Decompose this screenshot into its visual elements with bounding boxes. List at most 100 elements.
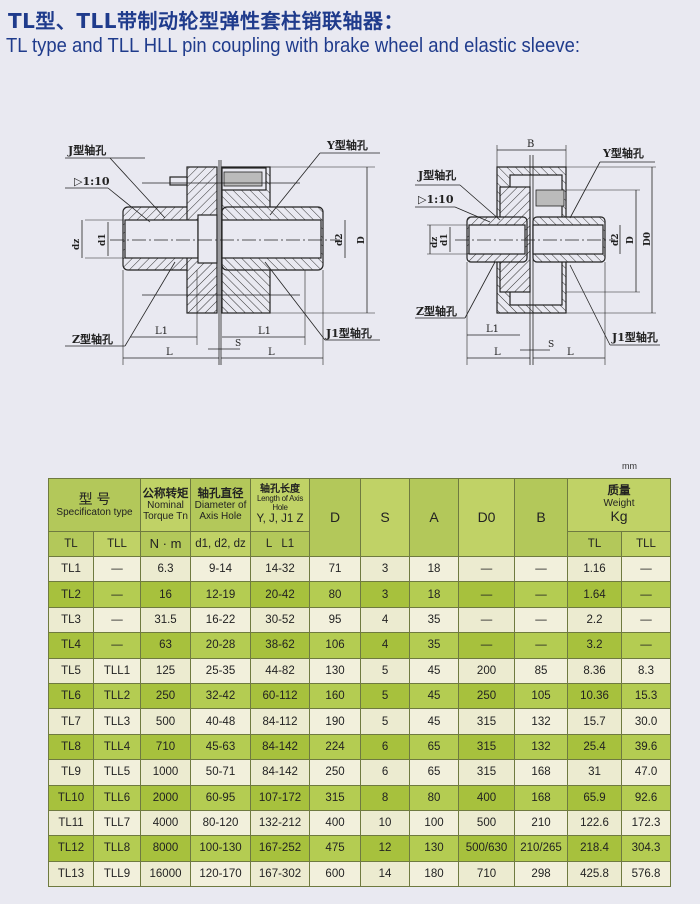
- table-cell: 31: [567, 759, 623, 786]
- table-cell: —: [621, 632, 672, 659]
- table-cell: 15.3: [621, 682, 672, 710]
- table-cell: 250: [140, 682, 192, 710]
- table-cell: —: [514, 581, 569, 608]
- D-header: D: [309, 478, 362, 557]
- table-cell: 45: [409, 682, 460, 710]
- table-cell: 1.16: [567, 555, 623, 583]
- table-cell: 132: [514, 708, 569, 735]
- table-cell: 84-112: [250, 708, 311, 735]
- table-cell: 168: [514, 759, 569, 786]
- D-label: D: [357, 236, 367, 244]
- table-cell: 315: [458, 708, 516, 735]
- table-cell: 168: [514, 784, 569, 811]
- table-cell: 6.3: [140, 555, 192, 583]
- table-cell: 92.6: [621, 784, 672, 811]
- table-cell: 100-130: [190, 835, 252, 862]
- table-cell: 3.2: [567, 632, 623, 659]
- table-cell: 18: [409, 555, 460, 583]
- D-label: D: [626, 236, 636, 244]
- table-cell: —: [621, 555, 672, 583]
- table-cell: 304.3: [621, 835, 672, 862]
- table-cell: 16-22: [190, 606, 252, 634]
- d1-label: d1: [440, 233, 450, 246]
- table-cell: 30.0: [621, 708, 672, 735]
- table-cell: 8.3: [621, 657, 672, 684]
- table-cell: TLL6: [92, 784, 142, 811]
- table-cell: 180: [409, 860, 460, 888]
- tll-coupling-drawing: [415, 145, 660, 365]
- table-cell: TL4: [48, 632, 94, 659]
- table-cell: 160: [309, 682, 362, 710]
- table-cell: 167-252: [250, 835, 311, 862]
- table-cell: 1000: [140, 759, 192, 786]
- table-cell: 576.8: [621, 860, 672, 888]
- z-hole-label: Z型轴孔: [72, 332, 113, 346]
- j1-hole-label: J1型轴孔: [611, 330, 658, 344]
- table-cell: 8.36: [567, 657, 623, 684]
- tl-subheader: TL: [48, 531, 94, 557]
- table-cell: 15.7: [567, 708, 623, 735]
- table-cell: TL6: [48, 682, 94, 710]
- table-cell: 400: [458, 784, 516, 811]
- table-cell: 65.9: [567, 784, 623, 811]
- table-cell: 600: [309, 860, 362, 888]
- table-cell: 44-82: [250, 657, 311, 684]
- table-cell: TL10: [48, 784, 94, 811]
- page-title-cn: TL型、TLL带制动轮型弹性套柱销联轴器：: [8, 9, 405, 33]
- table-cell: 50-71: [190, 759, 252, 786]
- table-cell: 125: [140, 657, 192, 684]
- L-label: L: [268, 347, 275, 358]
- table-cell: TL9: [48, 759, 94, 786]
- table-cell: 84-142: [250, 759, 311, 786]
- table-cell: TL3: [48, 606, 94, 634]
- d2-label: d2: [611, 233, 621, 246]
- table-cell: 38-62: [250, 632, 311, 659]
- table-cell: 30-52: [250, 606, 311, 634]
- table-cell: —: [458, 581, 516, 608]
- d2-label: d2: [335, 233, 345, 246]
- table-cell: 47.0: [621, 759, 672, 786]
- B-label: B: [527, 139, 534, 150]
- j-hole-label: J型轴孔: [417, 168, 456, 182]
- table-cell: 2.2: [567, 606, 623, 634]
- table-cell: —: [621, 606, 672, 634]
- weight-tl-subheader: TL: [567, 531, 623, 557]
- table-cell: 10: [360, 809, 411, 837]
- table-cell: TL11: [48, 809, 94, 837]
- table-cell: 218.4: [567, 835, 623, 862]
- table-cell: 5: [360, 657, 411, 684]
- tl-coupling-drawing: [65, 152, 380, 365]
- table-cell: 425.8: [567, 860, 623, 888]
- y-hole-label: Y型轴孔: [326, 138, 368, 152]
- table-cell: —: [514, 555, 569, 583]
- dz-label: dz: [72, 239, 82, 250]
- table-cell: —: [92, 606, 142, 634]
- table-cell: —: [514, 632, 569, 659]
- j1-hole-label: J1型轴孔: [325, 326, 372, 340]
- table-cell: 4: [360, 632, 411, 659]
- table-cell: 250: [458, 682, 516, 710]
- L-label: L: [567, 347, 574, 358]
- table-cell: —: [458, 632, 516, 659]
- table-cell: 105: [514, 682, 569, 710]
- L-label: L: [494, 347, 501, 358]
- table-cell: 5: [360, 708, 411, 735]
- table-cell: 190: [309, 708, 362, 735]
- table-cell: TL5: [48, 657, 94, 684]
- table-cell: 10.36: [567, 682, 623, 710]
- S-header: S: [360, 478, 411, 557]
- table-cell: 315: [309, 784, 362, 811]
- y-hole-label: Y型轴孔: [602, 146, 644, 160]
- table-cell: 20-28: [190, 632, 252, 659]
- taper-label: ▷1:10: [418, 193, 454, 206]
- table-cell: 45: [409, 708, 460, 735]
- table-cell: 130: [409, 835, 460, 862]
- S-label: S: [548, 340, 554, 350]
- table-cell: 710: [458, 860, 516, 888]
